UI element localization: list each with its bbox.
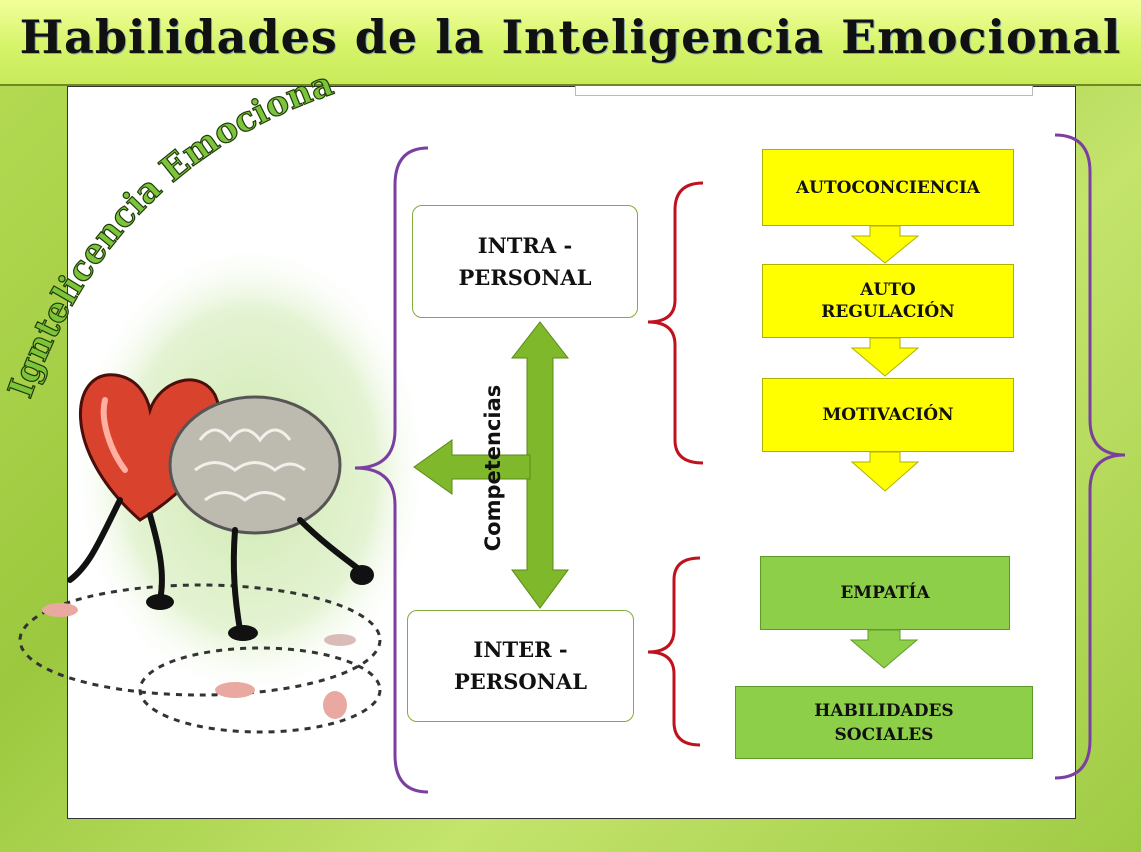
inter-personal-box: INTER - PERSONAL — [407, 610, 634, 722]
right-brace — [1054, 133, 1126, 780]
brain-character-icon — [168, 395, 374, 641]
illustration: Igntelicencia Emocional — [0, 0, 420, 734]
yellow-down-arrow — [850, 451, 920, 492]
intra-brace — [647, 181, 704, 465]
intra-personal-box: INTRA - PERSONAL — [412, 205, 638, 318]
green-down-arrow — [849, 629, 919, 669]
skill-empatia: EMPATÍA — [760, 556, 1010, 630]
footprint — [42, 603, 78, 617]
vertical-double-arrow — [510, 321, 570, 609]
yellow-down-arrow — [850, 337, 920, 377]
skill-autoconciencia: AUTOCONCIENCIA — [762, 149, 1014, 226]
top-strip — [575, 86, 1033, 96]
yellow-down-arrow — [850, 225, 920, 264]
ground-ring-outer — [18, 583, 382, 697]
skill-habilidades-sociales: HABILIDADES SOCIALES — [735, 686, 1033, 759]
page-title: Habilidades de la Inteligencia Emocional — [19, 10, 1122, 64]
inter-brace — [647, 556, 701, 747]
footprint — [324, 634, 356, 646]
skill-motivacion: MOTIVACIÓN — [762, 378, 1014, 452]
competencias-label: Competencias — [481, 384, 505, 552]
left-arrow — [413, 439, 531, 495]
footprint — [323, 691, 347, 719]
title-bar: Habilidades de la Inteligencia Emocional — [0, 0, 1141, 86]
ground-ring-inner — [138, 646, 382, 734]
skill-autorregulacion: AUTO REGULACIÓN — [762, 264, 1014, 338]
left-brace — [354, 146, 429, 794]
footprint — [215, 682, 255, 698]
